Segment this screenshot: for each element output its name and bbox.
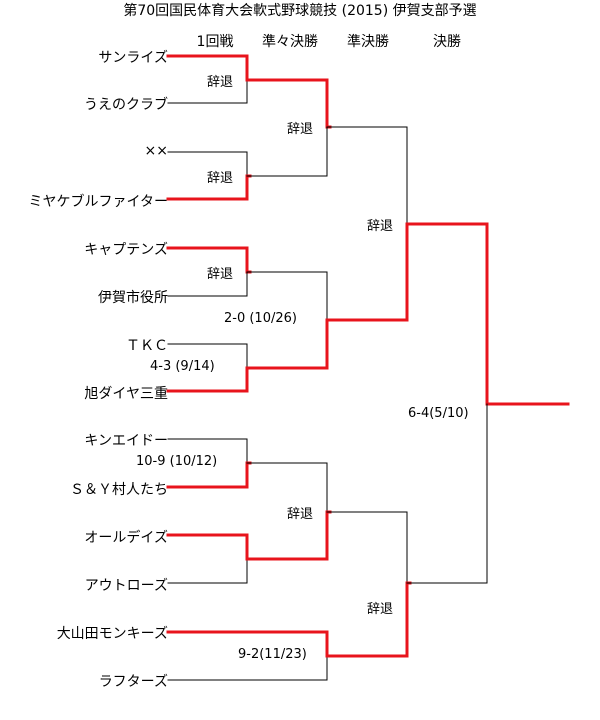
bracket-line-win bbox=[325, 581, 412, 658]
bracket-line-win bbox=[166, 630, 329, 658]
bracket-line-lose bbox=[167, 151, 248, 177]
team-name: 旭ダイヤ三重 bbox=[84, 386, 168, 402]
match-result: 辞退 bbox=[207, 171, 234, 186]
bracket-line-win bbox=[405, 222, 570, 406]
bracket-line-lose bbox=[326, 126, 408, 225]
round-header-1: 1回戦 bbox=[196, 34, 234, 50]
match-result: 9-2(11/23) bbox=[238, 647, 307, 662]
team-name: オールデイズ bbox=[84, 530, 168, 546]
bracket-line-win bbox=[166, 533, 249, 561]
round-header-quarterfinal: 準々決勝 bbox=[262, 34, 318, 50]
match-result: 辞退 bbox=[367, 602, 394, 617]
team-name: ×× bbox=[144, 143, 168, 159]
team-name: サンライズ bbox=[98, 50, 168, 66]
team-name: キャプテンズ bbox=[84, 242, 168, 258]
match-result: 4-3 (9/14) bbox=[150, 359, 215, 374]
match-result: 10-9 (10/12) bbox=[136, 454, 218, 469]
bracket-line-lose bbox=[167, 655, 328, 681]
round-header-final: 決勝 bbox=[433, 34, 461, 50]
team-name: Ｓ＆Ｙ村人たち bbox=[70, 482, 168, 498]
bracket-line-lose bbox=[246, 462, 328, 513]
bracket-line-lose bbox=[167, 343, 248, 369]
bracket-line-lose bbox=[246, 271, 328, 321]
bracket-line-lose bbox=[167, 271, 248, 297]
bracket-line-lose bbox=[326, 511, 408, 584]
team-name: アウトローズ bbox=[84, 578, 168, 594]
team-name: 大山田モンキーズ bbox=[56, 626, 168, 642]
bracket-line-win bbox=[325, 222, 412, 322]
bracket-line-win bbox=[245, 318, 332, 370]
match-result: 2-0 (10/26) bbox=[224, 311, 297, 326]
match-result: 辞退 bbox=[207, 75, 234, 90]
team-name: 伊賀市役所 bbox=[98, 290, 168, 306]
team-name: ラフターズ bbox=[98, 674, 168, 690]
bracket-line-lose bbox=[167, 558, 248, 584]
match-result: 辞退 bbox=[207, 267, 234, 282]
bracket-line-lose bbox=[406, 403, 488, 584]
bracket-line-lose bbox=[246, 126, 328, 177]
round-header-semifinal: 準決勝 bbox=[347, 34, 389, 50]
bracket-title: 第70回国民体育大会軟式野球競技 (2015) 伊賀支部予選 bbox=[123, 3, 477, 19]
team-name: キンエイドー bbox=[84, 433, 168, 449]
match-result: 辞退 bbox=[287, 122, 314, 137]
final-result: 6-4(5/10) bbox=[408, 406, 469, 421]
team-name: うえのクラブ bbox=[84, 97, 168, 113]
team-name: ＴＫＣ bbox=[126, 338, 168, 354]
match-result: 辞退 bbox=[287, 507, 314, 522]
team-name: ミヤケブルファイター bbox=[28, 194, 168, 210]
match-result: 辞退 bbox=[367, 219, 394, 234]
bracket-line-lose bbox=[167, 438, 248, 464]
bracket-line-lose bbox=[167, 79, 248, 104]
